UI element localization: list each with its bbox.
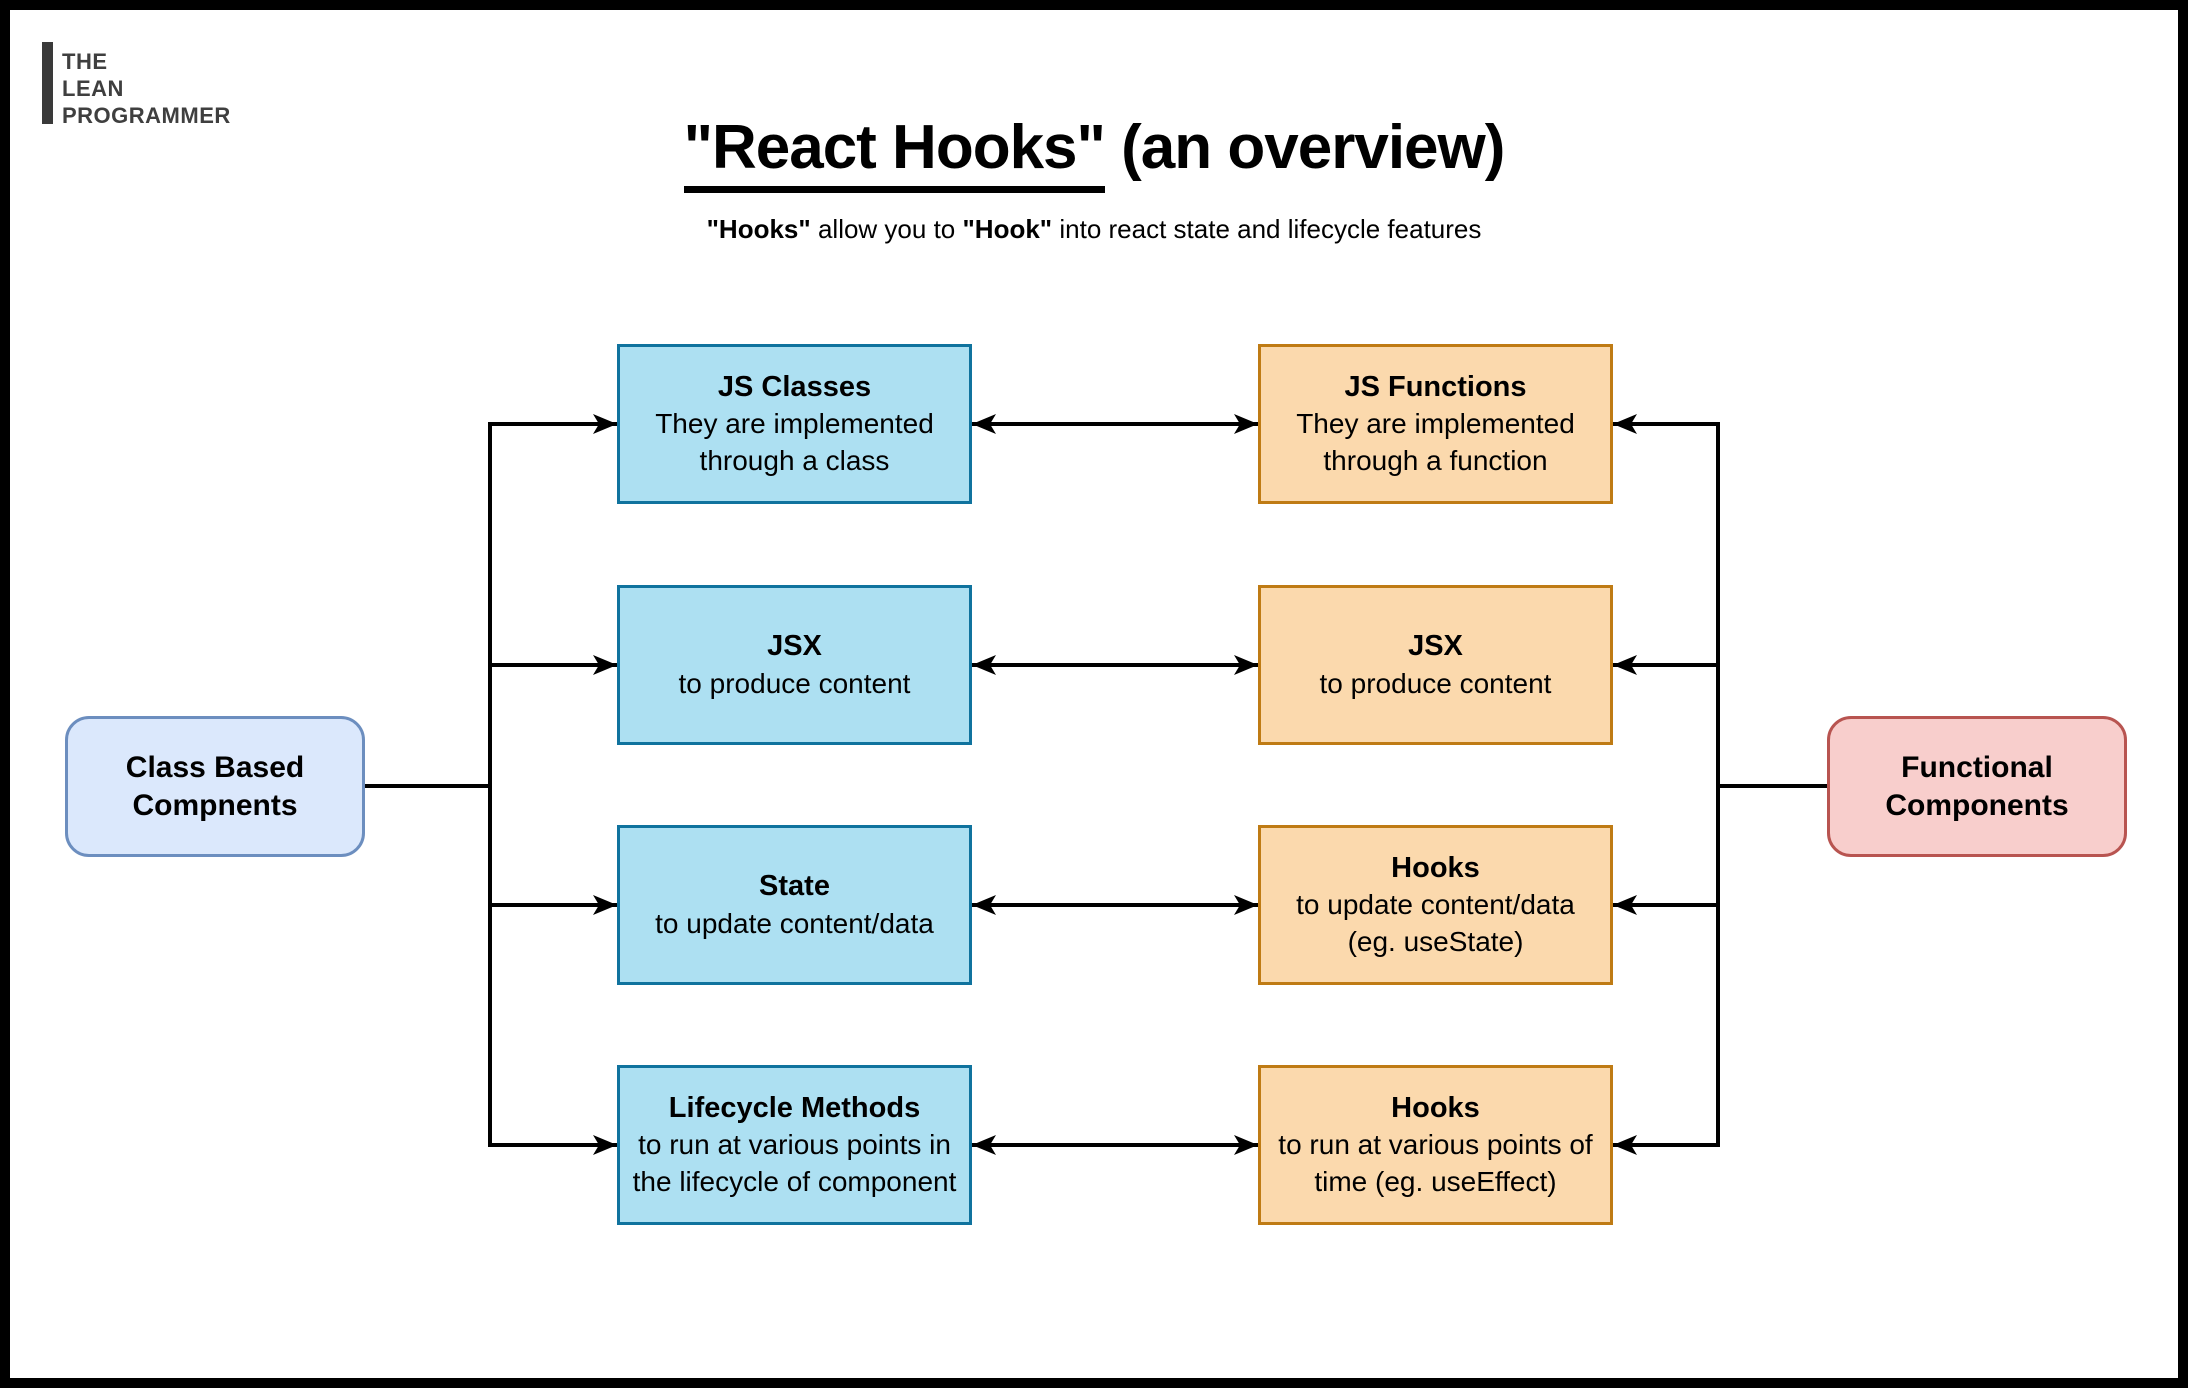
box-desc: to update content/data [655, 907, 934, 939]
page-title: "React Hooks" (an overview) [0, 112, 2188, 193]
logo-bar-icon [42, 42, 53, 124]
subtitle-text-2: into react state and lifecycle features [1052, 214, 1482, 244]
box-title: Lifecycle Methods [668, 1091, 921, 1124]
box-desc: to produce content [1319, 667, 1552, 699]
page-subtitle: "Hooks" allow you to "Hook" into react s… [0, 214, 2188, 245]
box-desc: to produce content [678, 667, 911, 699]
page-title-quoted: "React Hooks" [683, 113, 1106, 193]
box-title: JSX [767, 630, 822, 663]
subtitle-text-1: allow you to [810, 214, 963, 244]
logo-line-1: THE [62, 49, 108, 74]
js-functions-box: JS Functions They are implemented throug… [1258, 344, 1613, 504]
box-title: Hooks [1391, 1091, 1480, 1124]
lifecycle-methods-box: Lifecycle Methods to run at various poin… [617, 1065, 972, 1225]
box-desc: to update content/data (eg. useState) [1296, 889, 1575, 958]
hooks-useeffect-box: Hooks to run at various points of time (… [1258, 1065, 1613, 1225]
functional-components-node: Functional Components [1827, 716, 2127, 857]
box-title: Hooks [1391, 851, 1480, 884]
class-based-components-node: Class Based Compnents [65, 716, 365, 857]
js-classes-box: JS Classes They are implemented through … [617, 344, 972, 504]
logo-line-2: LEAN [62, 76, 124, 101]
box-title: JS Functions [1344, 370, 1527, 403]
box-title: State [759, 870, 830, 903]
jsx-class-box: JSX to produce content [617, 585, 972, 745]
box-desc: They are implemented through a class [655, 408, 934, 477]
subtitle-hooks-bold: "Hooks" [706, 214, 811, 244]
logo: THE LEAN PROGRAMMER [42, 42, 231, 129]
box-desc: They are implemented through a function [1296, 408, 1575, 477]
hooks-usestate-box: Hooks to update content/data (eg. useSta… [1258, 825, 1613, 985]
state-box: State to update content/data [617, 825, 972, 985]
box-desc: to run at various points in the lifecycl… [632, 1129, 957, 1198]
page-title-rest: (an overview) [1104, 113, 1505, 182]
subtitle-hook-bold: "Hook" [962, 214, 1053, 244]
box-desc: to run at various points of time (eg. us… [1278, 1129, 1593, 1198]
box-title: JSX [1408, 630, 1463, 663]
jsx-function-box: JSX to produce content [1258, 585, 1613, 745]
box-title: JS Classes [717, 370, 872, 403]
logo-line-3: PROGRAMMER [62, 103, 231, 128]
logo-text: THE LEAN PROGRAMMER [62, 42, 231, 129]
